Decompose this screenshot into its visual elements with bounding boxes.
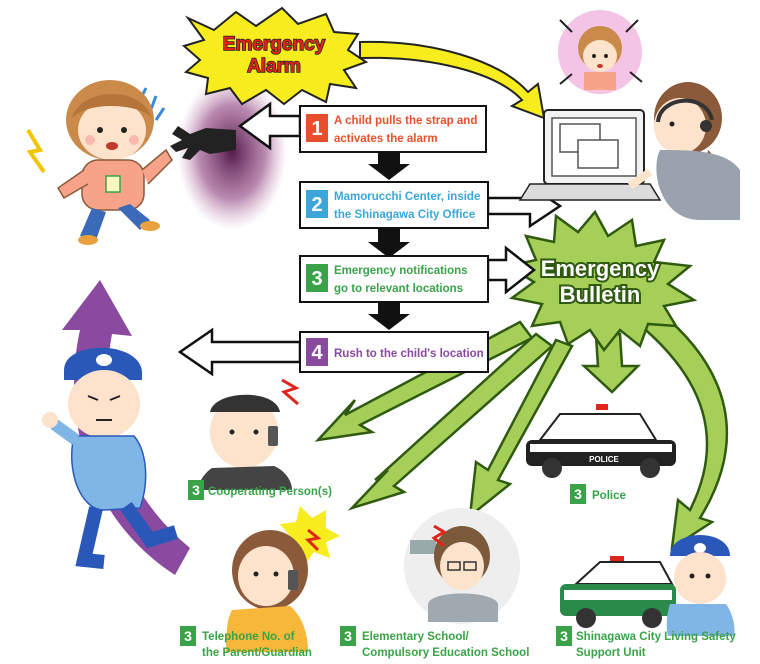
patrol-officer-icon [666, 535, 735, 636]
recipient-badge [180, 626, 196, 646]
step-number: 3 [311, 268, 322, 290]
step-text-line1: Emergency notifications [334, 265, 468, 277]
cooperator-icon [198, 378, 300, 490]
police-car-text: POLICE [589, 455, 619, 464]
step-text-line1: A child pulls the strap and [334, 115, 477, 127]
bulletin-burst [504, 209, 698, 353]
step-number-badge [306, 190, 328, 218]
step-number: 4 [311, 342, 323, 364]
bulletin-title-1: Emergency [541, 256, 660, 281]
recipient-number: 3 [344, 628, 352, 644]
step-text-line2: the Shinagawa City Office [334, 209, 475, 221]
alarm-arrow [359, 40, 546, 120]
alarm-burst [181, 6, 369, 106]
bulletin-title-2: Bulletin [560, 282, 641, 307]
recipient-safety-unit: 3 Shinagawa City Living Safety Support U… [556, 626, 736, 659]
recipient-number: 3 [184, 628, 192, 644]
recipient-label-1: Telephone No. of [202, 631, 295, 643]
recipient-police: 3 Police [570, 484, 626, 504]
step-box [299, 255, 489, 303]
step-3: 3 Emergency notifications go to relevant… [299, 255, 489, 303]
step-box [299, 181, 489, 229]
hand-icon [170, 126, 236, 160]
recipient-parent: 3 Telephone No. of the Parent/Guardian [180, 626, 312, 659]
alarm-title-2: Alarm [247, 56, 301, 77]
recipient-label-1: Police [592, 490, 626, 502]
step-1: 1 A child pulls the strap and activates … [299, 105, 487, 153]
step-down-arrows [368, 152, 410, 330]
guard-icon [42, 347, 179, 569]
step-text-line1: Rush to the child's location [334, 348, 484, 360]
worried-child-icon [558, 10, 643, 94]
recipient-number: 3 [560, 628, 568, 644]
police-car-icon: POLICE [526, 404, 676, 478]
recipient-number: 3 [192, 482, 200, 498]
step-box [299, 105, 487, 153]
recipient-badge [340, 626, 356, 646]
recipient-label-2: Compulsory Education School [362, 647, 529, 659]
operator-icon [518, 82, 740, 220]
step-text-line2: activates the alarm [334, 133, 438, 145]
step-number: 1 [311, 118, 322, 140]
recipient-cooperator: 3 Cooperating Person(s) [188, 480, 332, 500]
step-number: 2 [311, 194, 322, 216]
step-text-line2: go to relevant locations [334, 283, 463, 295]
recipient-label-2: Support Unit [576, 647, 646, 659]
teacher-icon [404, 508, 520, 624]
step-4: 4 Rush to the child's location [299, 331, 489, 373]
step-2: 2 Mamorucchi Center, inside the Shinagaw… [299, 181, 489, 229]
recipient-badge [570, 484, 586, 504]
alarm-title-1: Emergency [223, 34, 326, 55]
recipient-badge [556, 626, 572, 646]
step-number-badge [306, 264, 328, 292]
recipient-label-1: Elementary School/ [362, 631, 470, 643]
recipient-school: 3 Elementary School/ Compulsory Educatio… [340, 626, 529, 659]
step-number-badge [306, 114, 328, 142]
recipient-label-1: Shinagawa City Living Safety [576, 631, 736, 643]
recipient-label-2: the Parent/Guardian [202, 647, 312, 659]
step-number-badge [306, 338, 328, 366]
recipient-badge [188, 480, 204, 500]
step-text-line1: Mamorucchi Center, inside [334, 191, 480, 203]
patrol-car-icon [560, 556, 676, 628]
recipient-number: 3 [574, 486, 582, 502]
recipient-label-1: Cooperating Person(s) [208, 486, 332, 498]
step-box [299, 331, 489, 373]
parent-icon [226, 506, 340, 652]
child-icon [26, 80, 173, 245]
